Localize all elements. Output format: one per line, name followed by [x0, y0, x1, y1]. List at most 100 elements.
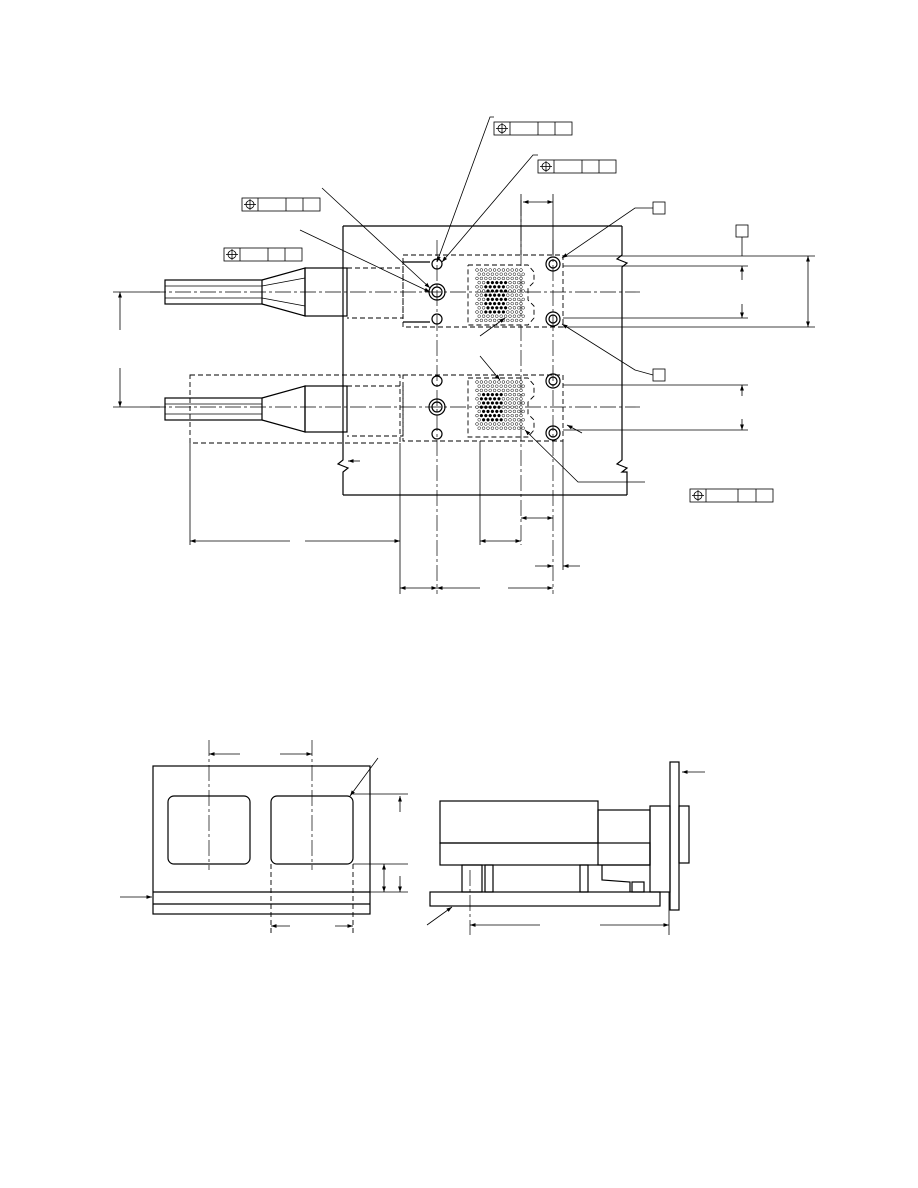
contact-pin: [514, 276, 519, 281]
contact-pin: [492, 422, 497, 426]
contact-pin: [495, 272, 499, 276]
contact-pin: [477, 280, 481, 285]
contact-pin: [492, 388, 497, 393]
contact-pin: [479, 388, 484, 393]
contact-pin: [514, 405, 519, 409]
contact-pin: [503, 289, 508, 293]
contact-pin: [488, 301, 492, 306]
contact-pin: [521, 392, 525, 397]
contact-pin: [501, 422, 506, 426]
contact-pin: [475, 268, 479, 272]
contact-pin: [488, 397, 492, 401]
contact-pin: [486, 314, 490, 318]
contact-pin: [479, 268, 484, 272]
contact-pin: [503, 426, 508, 430]
contact-pin: [506, 318, 510, 323]
contact-pin: [495, 297, 499, 302]
contact-pin: [492, 285, 497, 289]
contact-pin: [479, 310, 484, 314]
contact-pin: [499, 409, 503, 414]
contact-pin: [519, 268, 523, 272]
contact-pin: [497, 405, 501, 409]
contact-pin: [477, 297, 481, 302]
contact-pin: [495, 289, 499, 293]
contact-pin: [484, 285, 488, 289]
contact-pin: [506, 422, 510, 426]
contact-pin: [521, 426, 525, 430]
contact-pin: [517, 297, 521, 302]
contact-pin: [475, 301, 479, 306]
contact-pin: [517, 426, 521, 430]
contact-pin: [488, 422, 492, 426]
contact-pin: [475, 413, 479, 418]
contact-pin: [501, 388, 506, 393]
contact-pin: [514, 293, 519, 297]
contact-pin: [481, 297, 486, 302]
contact-pin: [510, 276, 514, 281]
contact-pin: [521, 401, 525, 405]
contact-pin: [477, 272, 481, 276]
upper-connector-housing: [402, 254, 564, 328]
contact-pin: [479, 413, 484, 418]
contact-pin: [521, 297, 525, 302]
contact-pin: [510, 413, 514, 418]
contact-pin: [492, 380, 497, 384]
front-dimensions: [120, 752, 408, 928]
contact-pin: [481, 392, 486, 397]
contact-pin: [475, 318, 479, 323]
contact-pin: [501, 268, 506, 272]
contact-pin: [508, 306, 512, 310]
contact-pin: [484, 310, 488, 314]
contact-pin: [512, 314, 517, 318]
contact-pin: [517, 280, 521, 285]
contact-pin: [499, 272, 503, 276]
contact-pin: [490, 418, 495, 422]
contact-pin: [521, 409, 525, 414]
contact-pin: [501, 397, 506, 401]
contact-pin: [486, 418, 490, 422]
contact-pin: [486, 280, 490, 285]
contact-pin: [503, 306, 508, 310]
centerlines: [150, 200, 640, 594]
contact-pin: [497, 413, 501, 418]
datum-box-3: [652, 368, 666, 382]
contact-pin: [488, 413, 492, 418]
contact-pin: [510, 285, 514, 289]
panel-outline: [336, 225, 629, 496]
contact-pin: [495, 426, 499, 430]
contact-pin: [519, 310, 523, 314]
contact-pin: [477, 401, 481, 405]
contact-pin: [503, 401, 508, 405]
contact-pin: [506, 276, 510, 281]
contact-pin: [517, 409, 521, 414]
dimension-lines: [113, 194, 815, 594]
contact-pin: [479, 397, 484, 401]
contact-pin: [517, 272, 521, 276]
contact-pin: [495, 314, 499, 318]
contact-pin: [519, 422, 523, 426]
upper-pin-field: [475, 268, 525, 323]
contact-pin: [517, 418, 521, 422]
contact-pin: [490, 401, 495, 405]
contact-pin: [521, 289, 525, 293]
feature-control-frame-5: [689, 488, 774, 503]
contact-pin: [521, 384, 525, 388]
contact-pin: [497, 422, 501, 426]
contact-pin: [512, 297, 517, 302]
contact-pin: [481, 289, 486, 293]
contact-pin: [475, 276, 479, 281]
contact-pin: [475, 388, 479, 393]
contact-pin: [492, 397, 497, 401]
contact-pin: [503, 418, 508, 422]
contact-pin: [475, 285, 479, 289]
contact-pin: [488, 276, 492, 281]
contact-pin: [499, 401, 503, 405]
contact-pin: [484, 422, 488, 426]
contact-pin: [486, 272, 490, 276]
contact-pin: [486, 384, 490, 388]
contact-pin: [479, 276, 484, 281]
contact-pin: [495, 409, 499, 414]
contact-pin: [490, 289, 495, 293]
contact-pin: [503, 272, 508, 276]
